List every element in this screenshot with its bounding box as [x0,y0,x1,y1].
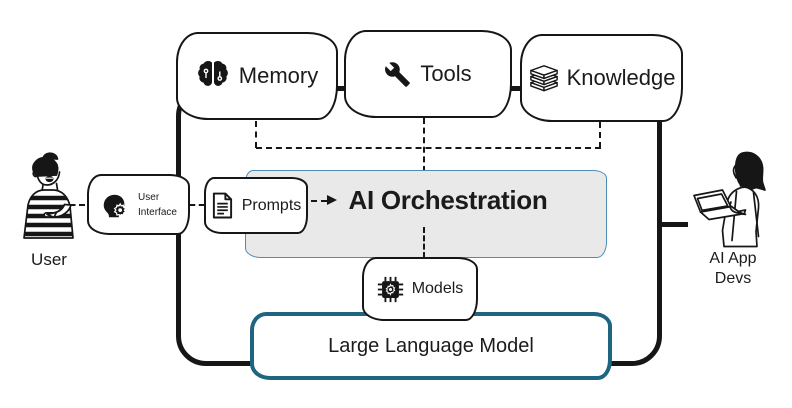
knowledge-box: Knowledge [520,34,683,122]
orchestration-models-dash [423,227,425,258]
user-interface-label: User Interface [138,190,177,220]
prompts-box: Prompts [204,177,308,234]
prompts-to-orchestration-dash [311,200,327,202]
user-to-ui-dash [60,204,85,206]
user-interface-label-line1: User [138,191,160,203]
knowledge-label: Knowledge [566,65,676,90]
models-box: Models [362,257,478,321]
tools-connector-dash [423,118,425,172]
user-interface-label-line2: Interface [138,206,177,218]
tools-box: Tools [344,30,512,118]
user-illustration [10,150,88,255]
ai-orchestration-title: AI Orchestration [348,185,548,215]
brain-icon [196,59,230,93]
prompts-arrowhead-icon [327,195,337,205]
devs-label-line1: AI App [709,250,757,267]
llm-box: Large Language Model [250,312,612,380]
head-gear-icon [100,190,130,220]
user-interface-box: User Interface [87,174,190,235]
frame-to-devs-connector [660,222,688,227]
knowledge-connector-dash [599,122,601,148]
llm-label: Large Language Model [328,334,534,357]
chip-icon [377,276,404,303]
top-bus-dash [256,147,601,149]
developer-illustration [686,149,784,258]
prompts-label: Prompts [241,196,302,214]
memory-box: Memory [176,32,338,120]
user-label: User [31,250,67,269]
tools-label: Tools [420,61,472,86]
memory-label: Memory [238,63,319,88]
memory-connector-dash [255,121,257,148]
models-label: Models [411,280,464,297]
books-icon [528,63,560,93]
devs-label: AI App Devs [688,249,778,288]
ui-to-prompts-dash [190,204,204,206]
devs-label-line2: Devs [714,269,752,287]
wrench-icon [384,61,411,88]
document-icon [211,192,234,219]
